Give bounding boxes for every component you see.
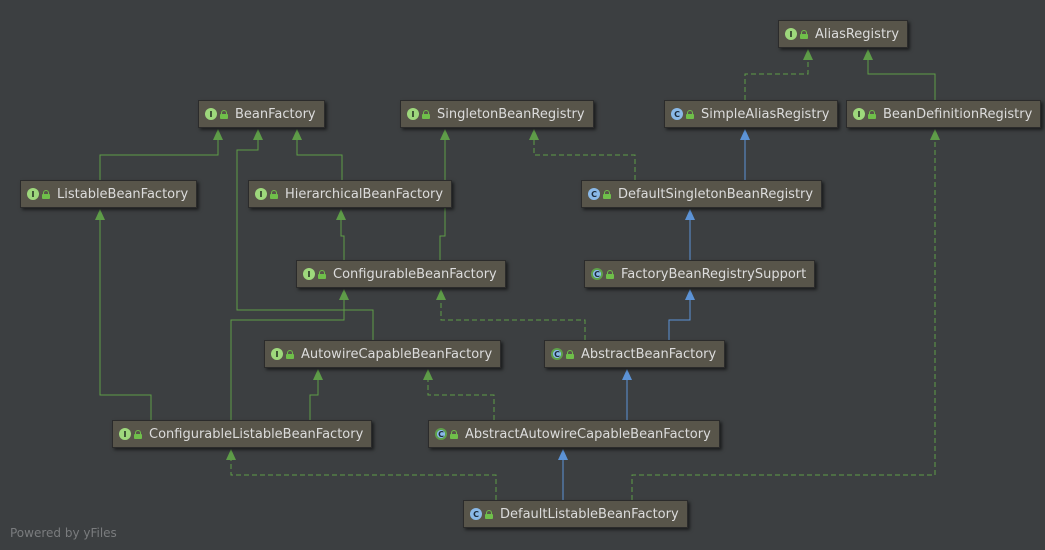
node-bean-factory[interactable]: I BeanFactory	[198, 100, 325, 128]
node-label: BeanFactory	[235, 106, 316, 122]
interface-icon: I	[119, 428, 131, 440]
edge-cfglistable-to-configurable	[230, 300, 345, 420]
node-autowire-capable-bean-factory[interactable]: I AutowireCapableBeanFactory	[264, 340, 502, 368]
node-label: SingletonBeanRegistry	[437, 106, 585, 122]
node-label: DefaultListableBeanFactory	[500, 506, 679, 522]
edge-defaultlistable-impl-cfglistable	[230, 460, 497, 500]
lock-icon	[566, 349, 574, 359]
edge-abstractbf-extends-factorybean	[668, 300, 691, 340]
arrowhead	[685, 209, 695, 220]
lock-icon	[485, 509, 493, 519]
node-label: ConfigurableListableBeanFactory	[149, 426, 364, 442]
arrowhead	[685, 289, 695, 300]
arrowhead	[292, 129, 302, 140]
node-label: DefaultSingletonBeanRegistry	[618, 186, 814, 202]
abstract-class-icon: C	[551, 348, 563, 360]
edge-beandefregistry-to-aliasregistry	[867, 60, 936, 100]
lock-icon	[450, 429, 458, 439]
node-abstract-bean-factory[interactable]: C AbstractBeanFactory	[544, 340, 726, 368]
node-label: AbstractBeanFactory	[581, 346, 717, 362]
edge-simplealias-impl-aliasregistry	[744, 60, 809, 100]
arrowhead	[440, 129, 450, 140]
node-configurable-bean-factory[interactable]: I ConfigurableBeanFactory	[296, 260, 506, 288]
arrowheads	[95, 49, 940, 460]
interface-icon: I	[407, 108, 419, 120]
arrowhead	[863, 49, 873, 60]
edge-hierarchical-to-beanfactory	[296, 140, 343, 180]
interface-icon: I	[255, 188, 267, 200]
edge-listable-to-beanfactory	[99, 140, 219, 180]
node-label: AbstractAutowireCapableBeanFactory	[465, 426, 711, 442]
interface-icon: I	[303, 268, 315, 280]
node-configurable-listable-bean-factory[interactable]: I ConfigurableListableBeanFactory	[112, 420, 373, 448]
edge-abstractbf-impl-configurable	[440, 300, 586, 340]
lock-icon	[422, 109, 430, 119]
lock-icon	[318, 269, 326, 279]
node-bean-definition-registry[interactable]: I BeanDefinitionRegistry	[846, 100, 1042, 128]
edge-cfglistable-to-autowire	[309, 380, 319, 420]
lock-icon	[270, 189, 278, 199]
edge-autowire-to-beanfactory	[236, 140, 374, 340]
edge-defaultlistable-impl-beandefregistry	[631, 140, 936, 500]
lock-icon	[603, 189, 611, 199]
node-abstract-autowire-capable-bean-factory[interactable]: C AbstractAutowireCapableBeanFactory	[428, 420, 720, 448]
node-label: SimpleAliasRegistry	[701, 106, 830, 122]
arrowhead	[95, 209, 105, 220]
node-default-singleton-bean-registry[interactable]: C DefaultSingletonBeanRegistry	[581, 180, 823, 208]
interface-icon: I	[271, 348, 283, 360]
lock-icon	[134, 429, 142, 439]
abstract-class-icon: C	[435, 428, 447, 440]
class-icon: C	[470, 508, 482, 520]
node-label: ConfigurableBeanFactory	[333, 266, 497, 282]
node-default-listable-bean-factory[interactable]: C DefaultListableBeanFactory	[463, 500, 688, 528]
arrowhead	[558, 449, 568, 460]
node-label: AutowireCapableBeanFactory	[301, 346, 493, 362]
node-singleton-bean-registry[interactable]: I SingletonBeanRegistry	[400, 100, 594, 128]
class-icon: C	[671, 108, 683, 120]
arrowhead	[740, 129, 750, 140]
interface-icon: I	[853, 108, 865, 120]
lock-icon	[800, 29, 808, 39]
arrowhead	[803, 49, 813, 60]
abstract-class-icon: C	[591, 268, 603, 280]
node-listable-bean-factory[interactable]: I ListableBeanFactory	[20, 180, 198, 208]
node-label: ListableBeanFactory	[57, 186, 189, 202]
arrowhead	[622, 369, 632, 380]
interface-icon: I	[27, 188, 39, 200]
lock-icon	[42, 189, 50, 199]
lock-icon	[606, 269, 614, 279]
class-icon: C	[588, 188, 600, 200]
arrowhead	[339, 289, 349, 300]
interface-icon: I	[205, 108, 217, 120]
powered-by-footer: Powered by yFiles	[10, 526, 117, 540]
edge-defaultsingleton-impl-singletonregistry	[533, 140, 636, 180]
arrowhead	[313, 369, 323, 380]
lock-icon	[220, 109, 228, 119]
node-simple-alias-registry[interactable]: C SimpleAliasRegistry	[664, 100, 839, 128]
arrowhead	[253, 129, 263, 140]
arrowhead	[930, 129, 940, 140]
arrowhead	[336, 209, 346, 220]
edge-abstractautowire-impl-autowire	[427, 380, 495, 420]
arrowhead	[529, 129, 539, 140]
interface-icon: I	[785, 28, 797, 40]
arrowhead	[436, 289, 446, 300]
edge-cfglistable-to-listable	[99, 220, 152, 420]
node-label: AliasRegistry	[815, 26, 900, 42]
node-label: HierarchicalBeanFactory	[285, 186, 444, 202]
edge-configurable-to-hierarchical	[340, 220, 345, 260]
lock-icon	[868, 109, 876, 119]
lock-icon	[286, 349, 294, 359]
node-alias-registry[interactable]: I AliasRegistry	[778, 20, 909, 48]
node-label: BeanDefinitionRegistry	[883, 106, 1033, 122]
arrowhead	[213, 129, 223, 140]
node-label: FactoryBeanRegistrySupport	[621, 266, 807, 282]
lock-icon	[686, 109, 694, 119]
node-factory-bean-registry-support[interactable]: C FactoryBeanRegistrySupport	[584, 260, 816, 288]
arrowhead	[226, 449, 236, 460]
arrowhead	[423, 369, 433, 380]
node-hierarchical-bean-factory[interactable]: I HierarchicalBeanFactory	[248, 180, 453, 208]
